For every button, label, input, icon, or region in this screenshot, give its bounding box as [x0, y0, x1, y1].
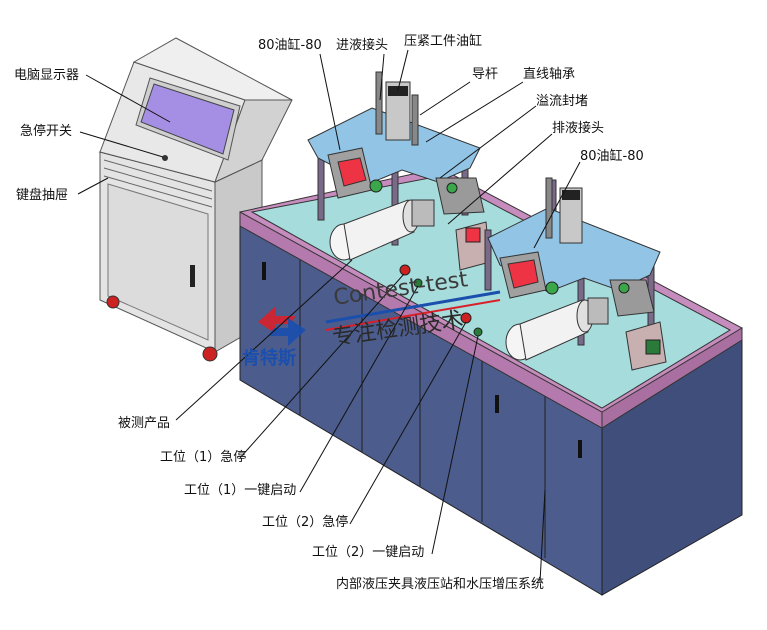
- label-press-workpiece-cylinder: 压紧工件油缸: [404, 34, 483, 49]
- label-guide-rod: 导杆: [472, 67, 499, 82]
- label-overflow-plug: 溢流封堵: [536, 94, 589, 109]
- label-cylinder-top-left: 80油缸-80: [258, 38, 322, 53]
- watermark-logo: [258, 290, 501, 346]
- control-cabinet: [98, 37, 293, 362]
- label-cylinder-right: 80油缸-80: [580, 149, 644, 164]
- label-station1-estop: 工位（1）急停: [160, 450, 247, 465]
- station-2: [460, 177, 667, 371]
- estop-button-cabinet: [162, 155, 168, 161]
- label-keyboard-drawer: 键盘抽屉: [16, 188, 69, 203]
- label-station1-start: 工位（1）一键启动: [184, 483, 297, 498]
- label-station2-start: 工位（2）一键启动: [312, 545, 425, 560]
- watermark-cn-name: 肯特斯: [242, 348, 296, 369]
- label-inlet-joint: 进液接头: [336, 38, 389, 53]
- door-handle: [190, 265, 195, 287]
- label-linear-bearing: 直线轴承: [523, 67, 576, 82]
- leader-lines: [77, 49, 581, 583]
- monitor-screen: [140, 83, 235, 155]
- label-internal-system: 内部液压夹具液压站和水压增压系统: [336, 577, 545, 592]
- label-outlet-joint: 排液接头: [552, 121, 605, 136]
- press-cylinder-2: [559, 187, 583, 244]
- tested-product-1: [329, 199, 435, 261]
- label-emergency-switch: 急停开关: [20, 124, 73, 139]
- station-1: [307, 71, 491, 288]
- label-computer-display: 电脑显示器: [14, 68, 80, 83]
- label-station2-estop: 工位（2）急停: [262, 515, 349, 530]
- tested-product-2: [505, 297, 609, 361]
- label-tested-product: 被测产品: [118, 416, 171, 431]
